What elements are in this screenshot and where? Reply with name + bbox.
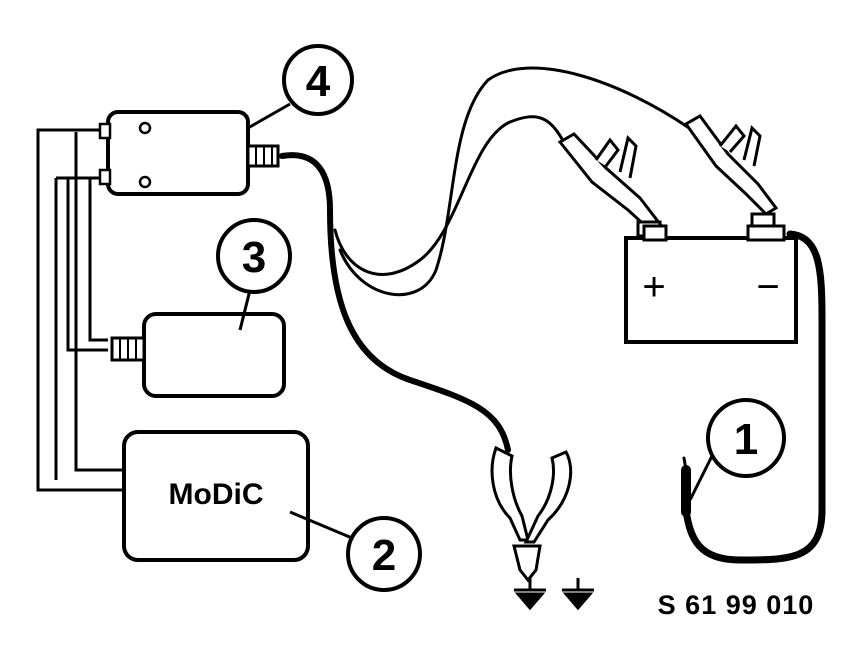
wire-to-box3 (66, 178, 108, 352)
ground-cable-1 (681, 230, 826, 564)
minus-clamp (683, 114, 779, 230)
device-3-box (110, 312, 286, 398)
device-4-box (98, 110, 280, 196)
ground-symbols (514, 578, 594, 611)
wire-outer-loop (36, 128, 124, 492)
plus-clamp (557, 132, 663, 238)
ground-icon (514, 578, 546, 611)
callout-4: 4 (247, 44, 354, 130)
ground-icon (562, 578, 594, 611)
modic-tester-box: MoDiC (122, 430, 310, 562)
callout-1: 1 (688, 398, 786, 501)
callout-2-number: 2 (372, 531, 396, 580)
battery-minus-sign: − (756, 265, 779, 309)
callout-4-number: 4 (306, 57, 331, 106)
callout-1-number: 1 (734, 415, 758, 464)
cable-to-plus-clamp (333, 115, 570, 276)
callout-2: 2 (289, 510, 422, 592)
callout-3: 3 (216, 218, 292, 331)
callout-3-number: 3 (242, 233, 266, 282)
main-cable (279, 66, 694, 453)
wire-second-loop (74, 132, 124, 472)
reference-code: S 61 99 010 (658, 590, 815, 620)
cable-loop-lower (338, 66, 694, 297)
battery-plus-sign: + (642, 265, 665, 309)
cable-to-ground-clamp (279, 152, 511, 453)
signal-wires (36, 128, 124, 492)
battery: + − (624, 224, 798, 344)
modic-label: MoDiC (169, 478, 264, 511)
wire-to-box3-b (88, 178, 108, 342)
ground-clamp (490, 445, 573, 583)
